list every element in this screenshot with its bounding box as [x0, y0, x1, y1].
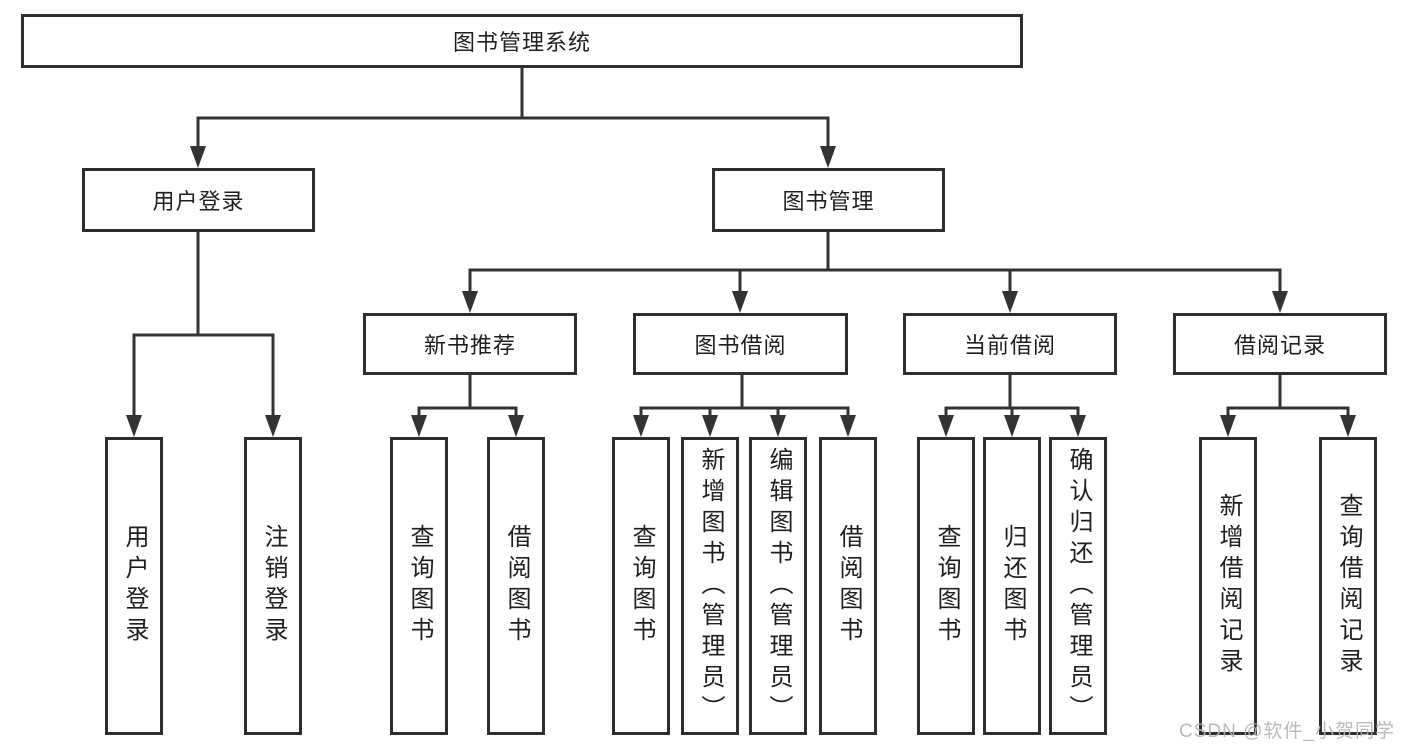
- leaf-newbooks-query: 查询图书: [390, 437, 448, 735]
- node-book-borrow-label: 图书借阅: [694, 333, 787, 358]
- leaf-logout-label: 注销登录: [260, 524, 287, 648]
- leaf-bookborrow-add-label: 新增图书（管理员）: [697, 446, 724, 726]
- node-new-books-label: 新书推荐: [423, 333, 516, 358]
- leaf-bookborrow-edit: 编辑图书（管理员）: [749, 437, 807, 735]
- node-borrow-records: 借阅记录: [1173, 313, 1387, 375]
- leaf-newbooks-query-label: 查询图书: [406, 524, 433, 648]
- node-root: 图书管理系统: [21, 14, 1023, 68]
- leaf-records-query: 查询借阅记录: [1319, 437, 1377, 735]
- leaf-bookborrow-borrow-label: 借阅图书: [835, 524, 862, 648]
- leaf-records-add-label: 新增借阅记录: [1215, 493, 1242, 679]
- leaf-currentborrow-query-label: 查询图书: [933, 524, 960, 648]
- node-book-management: 图书管理: [712, 168, 945, 232]
- csdn-watermark: CSDN @软件_小贺同学: [1179, 721, 1395, 742]
- leaf-newbooks-borrow-label: 借阅图书: [503, 524, 530, 648]
- node-new-books: 新书推荐: [363, 313, 577, 375]
- leaf-currentborrow-return-label: 归还图书: [999, 524, 1026, 648]
- leaf-bookborrow-query: 查询图书: [612, 437, 670, 735]
- node-root-label: 图书管理系统: [452, 30, 591, 55]
- leaf-records-query-label: 查询借阅记录: [1335, 493, 1362, 679]
- leaf-currentborrow-return: 归还图书: [983, 437, 1041, 735]
- leaf-bookborrow-edit-label: 编辑图书（管理员）: [765, 446, 792, 726]
- node-current-borrow: 当前借阅: [903, 313, 1117, 375]
- leaf-records-add: 新增借阅记录: [1199, 437, 1257, 735]
- leaf-newbooks-borrow: 借阅图书: [487, 437, 545, 735]
- leaf-bookborrow-query-label: 查询图书: [628, 524, 655, 648]
- node-borrow-records-label: 借阅记录: [1233, 333, 1326, 358]
- node-user-login: 用户登录: [82, 168, 315, 232]
- node-user-login-label: 用户登录: [152, 189, 245, 214]
- leaf-bookborrow-borrow: 借阅图书: [819, 437, 877, 735]
- node-book-borrow: 图书借阅: [633, 313, 848, 375]
- leaf-logout: 注销登录: [244, 437, 302, 735]
- leaf-currentborrow-confirm-label: 确认归还（管理员）: [1065, 446, 1092, 726]
- node-book-management-label: 图书管理: [782, 189, 875, 214]
- leaf-bookborrow-add: 新增图书（管理员）: [681, 437, 739, 735]
- leaf-user-login-label: 用户登录: [121, 524, 148, 648]
- leaf-currentborrow-query: 查询图书: [917, 437, 975, 735]
- leaf-user-login: 用户登录: [105, 437, 163, 735]
- node-current-borrow-label: 当前借阅: [963, 333, 1056, 358]
- leaf-currentborrow-confirm: 确认归还（管理员）: [1049, 437, 1107, 735]
- arrowheads: [126, 146, 1356, 437]
